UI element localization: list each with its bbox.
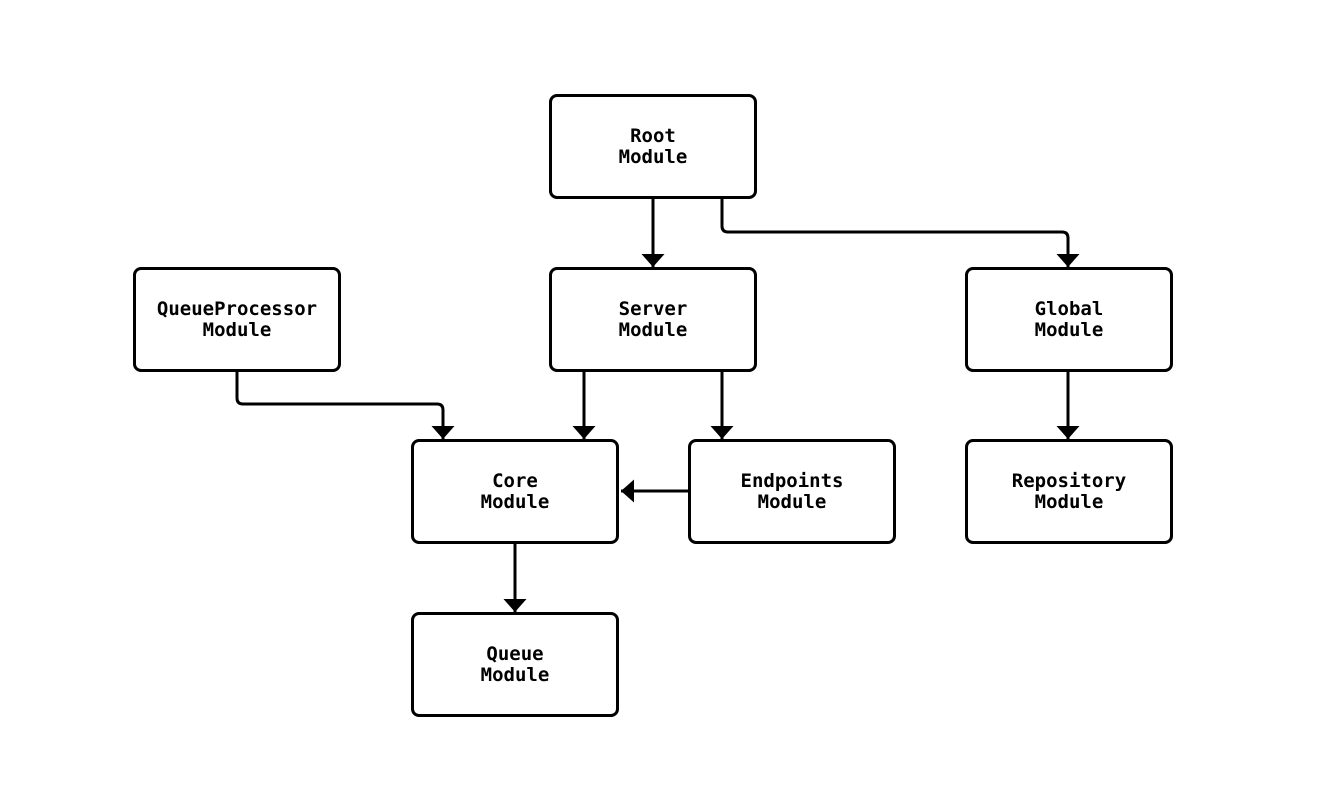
node-label-root-module: Root Module [618,124,688,168]
node-endpoints-module: Endpoints Module [688,439,896,544]
node-label-global-module: Global Module [1034,297,1104,341]
node-server-module: Server Module [549,267,757,372]
node-root-module: Root Module [549,94,757,199]
node-label-core-module: Core Module [480,469,550,513]
node-global-module: Global Module [965,267,1173,372]
node-core-module: Core Module [411,439,619,544]
node-label-server-module: Server Module [618,297,688,341]
edge-queue-processor-to-core [235,372,455,439]
node-label-queueprocessor-module: QueueProcessor Module [156,297,318,341]
node-queueprocessor-module: QueueProcessor Module [133,267,341,372]
node-label-queue-module: Queue Module [480,642,550,686]
node-label-repository-module: Repository Module [1011,469,1127,513]
edge-group [235,199,1080,612]
node-queue-module: Queue Module [411,612,619,717]
edge-root-to-global [720,199,1080,267]
node-label-endpoints-module: Endpoints Module [740,469,844,513]
node-repository-module: Repository Module [965,439,1173,544]
